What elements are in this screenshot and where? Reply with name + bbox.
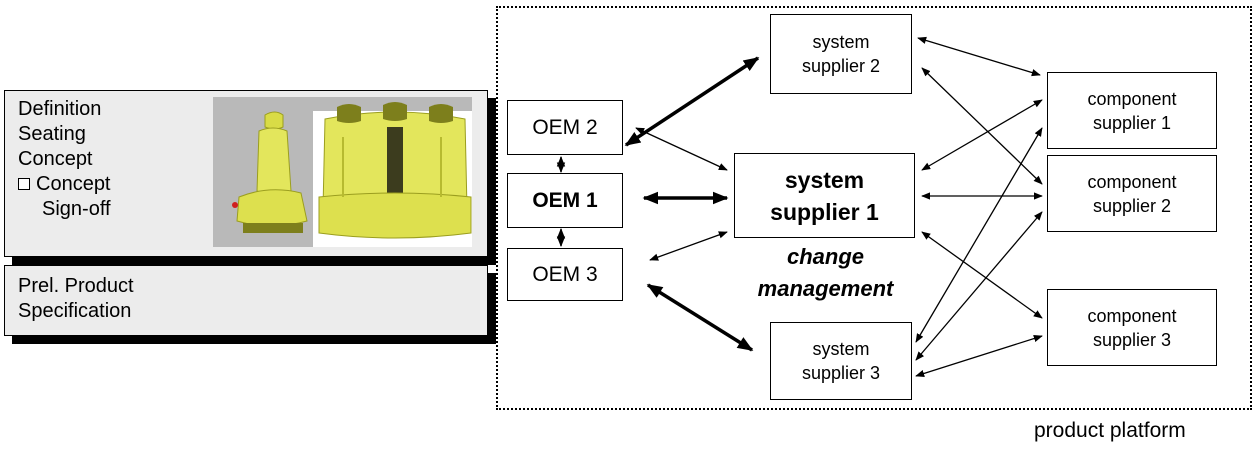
- product-platform-frame: [496, 6, 1252, 410]
- specification-text: Prel. Product Specification: [18, 274, 134, 324]
- node-label: OEM 3: [532, 262, 598, 286]
- node-label: component supplier 1: [1087, 88, 1177, 133]
- spec-line: Prel. Product: [18, 275, 134, 297]
- change-management-label: change management: [757, 244, 894, 301]
- node-label: system supplier 3: [801, 339, 881, 383]
- node-component-supplier-3: component supplier 3: [1047, 289, 1217, 366]
- definition-line: Concept: [18, 148, 93, 170]
- node-component-supplier-1: component supplier 1: [1047, 72, 1217, 149]
- definition-text: Definition Seating Concept Concept Sign-…: [18, 97, 111, 222]
- node-label: system supplier 2: [801, 32, 881, 76]
- node-label: OEM 1: [532, 188, 598, 212]
- rear-bench-icon: [318, 102, 472, 239]
- spec-line: Specification: [18, 300, 132, 322]
- checkbox-label: Concept: [36, 173, 111, 195]
- node-system-supplier-2: system supplier 2: [770, 14, 912, 94]
- concept-checkbox-row: Concept: [18, 172, 111, 197]
- node-label: OEM 2: [532, 115, 598, 139]
- node-label: component supplier 3: [1087, 305, 1177, 350]
- front-seat-icon: [232, 111, 308, 233]
- node-label: component supplier 2: [1087, 171, 1177, 216]
- signoff-label: Sign-off: [42, 198, 111, 220]
- node-system-supplier-3: system supplier 3: [770, 322, 912, 400]
- node-label: system supplier 1: [770, 166, 879, 225]
- definition-line: Definition: [18, 98, 102, 120]
- node-system-supplier-1: system supplier 1: [734, 153, 915, 238]
- checkbox-icon: [18, 178, 30, 190]
- node-oem-1: OEM 1: [507, 173, 623, 228]
- node-oem-2: OEM 2: [507, 100, 623, 155]
- seat-illustration: [213, 97, 472, 247]
- definition-line: Seating: [18, 123, 86, 145]
- node-component-supplier-2: component supplier 2: [1047, 155, 1217, 232]
- product-platform-label: product platform: [1034, 419, 1186, 442]
- node-oem-3: OEM 3: [507, 248, 623, 301]
- specification-panel: [4, 265, 488, 336]
